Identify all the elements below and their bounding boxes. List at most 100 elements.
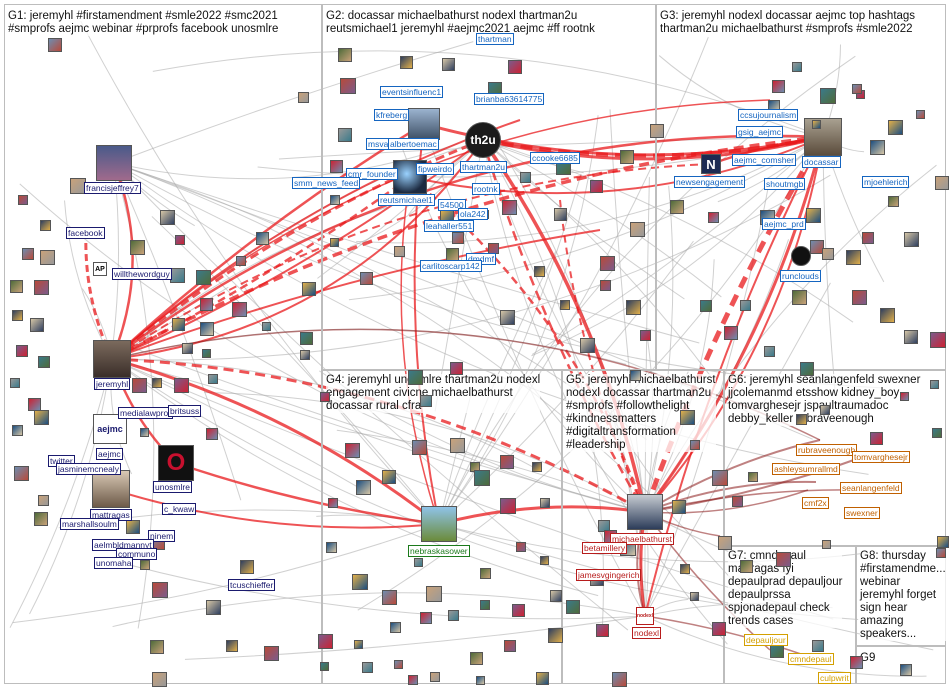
vertex[interactable]: [345, 443, 360, 458]
vertex[interactable]: [354, 640, 363, 649]
vertex[interactable]: [764, 346, 775, 357]
vertex[interactable]: [850, 656, 863, 669]
vertex[interactable]: [504, 640, 516, 652]
vertex[interactable]: [846, 250, 861, 265]
vertex[interactable]: [140, 560, 150, 570]
vertex[interactable]: [34, 410, 49, 425]
vertex[interactable]: [508, 60, 522, 74]
ap-logo-icon[interactable]: AP: [93, 262, 107, 276]
vertex[interactable]: [160, 210, 175, 225]
vertex[interactable]: [330, 238, 339, 247]
label-willthewordguy[interactable]: willthewordguy: [112, 268, 172, 280]
vertex[interactable]: [880, 308, 895, 323]
vertex[interactable]: [10, 378, 20, 388]
vertex[interactable]: [330, 195, 340, 205]
vertex[interactable]: [862, 232, 874, 244]
vertex[interactable]: [264, 646, 279, 661]
label-thartman2u[interactable]: thartman2u: [460, 161, 507, 173]
vertex[interactable]: [298, 92, 309, 103]
vertex[interactable]: [206, 428, 218, 440]
vertex[interactable]: [502, 200, 517, 215]
vertex[interactable]: [172, 318, 185, 331]
vertex[interactable]: [362, 662, 373, 673]
vertex[interactable]: [182, 343, 193, 354]
label-shoutmgb[interactable]: shoutmgb: [764, 178, 806, 190]
vertex[interactable]: [450, 362, 463, 375]
vertex[interactable]: [470, 652, 483, 665]
newsengagement-icon[interactable]: N: [701, 154, 721, 174]
vertex[interactable]: [150, 640, 164, 654]
vertex[interactable]: [935, 176, 949, 190]
label-marshallsoulm[interactable]: marshallsoulm: [60, 518, 119, 530]
vertex[interactable]: [712, 470, 728, 486]
vertex[interactable]: [936, 548, 946, 558]
vertex[interactable]: [340, 78, 356, 94]
label-jamesvgingerich[interactable]: jamesvgingerich: [576, 569, 642, 581]
vertex[interactable]: [770, 644, 784, 658]
vertex[interactable]: [196, 270, 211, 285]
vertex[interactable]: [796, 414, 807, 425]
vertex[interactable]: [208, 374, 218, 384]
vertex[interactable]: [236, 256, 246, 266]
vertex[interactable]: [930, 332, 946, 348]
label-cmf2x[interactable]: cmf2x: [802, 497, 829, 509]
vertex[interactable]: [408, 370, 423, 385]
vertex[interactable]: [448, 610, 459, 621]
vertex[interactable]: [174, 378, 189, 393]
label-fipweirdo[interactable]: fipweirdo: [416, 163, 455, 175]
vertex[interactable]: [200, 322, 214, 336]
label-smm-news-feed[interactable]: smm_news_feed: [292, 177, 361, 189]
label-runclouds[interactable]: runclouds: [780, 270, 821, 282]
vertex[interactable]: [394, 246, 405, 257]
vertex[interactable]: [888, 120, 903, 135]
label-gsig-aejmc[interactable]: gsig_aejmc: [736, 126, 783, 138]
vertex[interactable]: [932, 428, 942, 438]
vertex[interactable]: [560, 300, 570, 310]
vertex-michaelbathurst[interactable]: [627, 494, 663, 530]
label-medialawprof[interactable]: medialawprof: [118, 407, 173, 419]
unomaha-logo-icon[interactable]: O: [158, 445, 194, 481]
vertex[interactable]: [326, 542, 337, 553]
vertex[interactable]: [226, 640, 238, 652]
vertex-jeremyhl[interactable]: [93, 340, 131, 378]
label-britsuss[interactable]: britsuss: [168, 405, 202, 417]
vertex[interactable]: [356, 480, 371, 495]
label-msva[interactable]: msva: [366, 138, 391, 150]
label-tomvarghesejr[interactable]: tomvarghesejr: [852, 451, 910, 463]
vertex[interactable]: [38, 495, 49, 506]
vertex[interactable]: [360, 272, 373, 285]
vertex[interactable]: [740, 560, 753, 573]
vertex[interactable]: [600, 256, 615, 271]
vertex[interactable]: [500, 310, 515, 325]
label-facebook[interactable]: facebook: [66, 227, 105, 239]
vertex[interactable]: [328, 498, 338, 508]
vertex[interactable]: [480, 600, 490, 610]
vertex[interactable]: [810, 240, 824, 254]
vertex[interactable]: [202, 349, 211, 358]
vertex[interactable]: [480, 568, 491, 579]
vertex[interactable]: [640, 330, 651, 341]
vertex-runclouds[interactable]: [791, 246, 811, 266]
vertex-francisjeffrey7[interactable]: [96, 145, 132, 181]
vertex[interactable]: [452, 232, 464, 244]
vertex[interactable]: [596, 624, 609, 637]
vertex[interactable]: [712, 622, 726, 636]
vertex[interactable]: [812, 120, 821, 129]
vertex[interactable]: [626, 300, 641, 315]
vertex[interactable]: [590, 180, 603, 193]
vertex[interactable]: [937, 536, 949, 548]
vertex[interactable]: [22, 248, 34, 260]
label-reutsmichael1[interactable]: reutsmichael1: [378, 194, 435, 206]
vertex[interactable]: [516, 542, 526, 552]
vertex[interactable]: [500, 455, 514, 469]
vertex[interactable]: [852, 84, 862, 94]
vertex[interactable]: [400, 56, 413, 69]
vertex[interactable]: [318, 634, 333, 649]
vertex[interactable]: [822, 540, 831, 549]
label-culpwrit[interactable]: culpwrit: [818, 672, 851, 684]
vertex[interactable]: [792, 62, 802, 72]
vertex[interactable]: [580, 338, 595, 353]
label-ccooke6685[interactable]: ccooke6685: [530, 152, 580, 164]
vertex[interactable]: [130, 240, 145, 255]
vertex[interactable]: [320, 662, 329, 671]
